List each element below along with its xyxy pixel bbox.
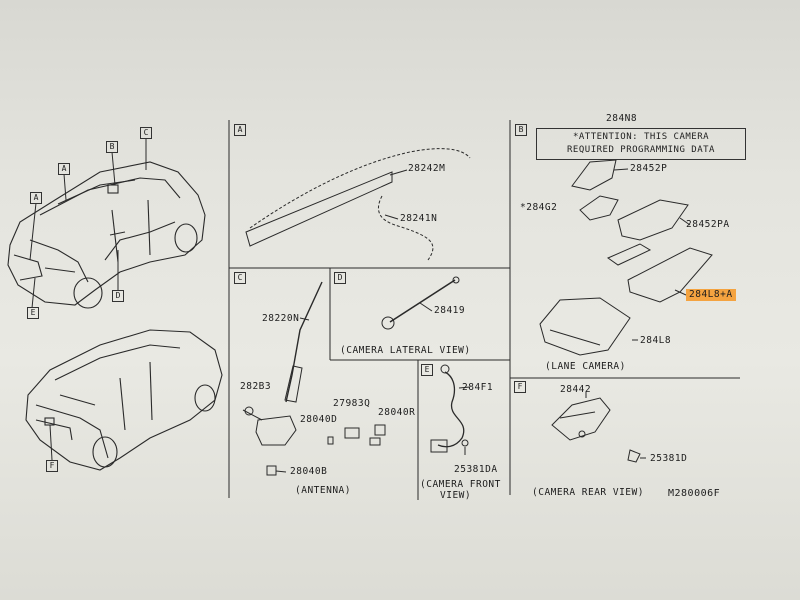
part-label-28242m: 28242M <box>408 163 446 174</box>
caption-lane-camera: (LANE CAMERA) <box>545 361 626 372</box>
part-label-28452p: 28452P <box>630 163 668 174</box>
part-label-28442: 28442 <box>560 384 592 395</box>
section-a-letter: A <box>234 124 246 136</box>
callout-f: F <box>46 460 58 472</box>
callout-b: B <box>106 141 118 153</box>
section-c-letter: C <box>234 272 246 284</box>
caption-camera-rear: (CAMERA REAR VIEW) <box>532 487 644 498</box>
section-f-letter: F <box>514 381 526 393</box>
part-label-28040r: 28040R <box>378 407 416 418</box>
part-label-284f1: 284F1 <box>462 382 494 393</box>
attention-notice: *ATTENTION: THIS CAMERA REQUIRED PROGRAM… <box>536 128 746 160</box>
part-label-28040b: 28040B <box>290 466 328 477</box>
attention-line-1: *ATTENTION: THIS CAMERA <box>572 132 710 142</box>
callout-a-top: A <box>58 163 70 175</box>
section-d-letter: D <box>334 272 346 284</box>
callout-c: C <box>140 127 152 139</box>
section-b-letter: B <box>515 124 527 136</box>
part-284l8 <box>539 297 631 356</box>
callout-a-left: A <box>30 192 42 204</box>
attention-line-2: REQUIRED PROGRAMMING DATA <box>567 145 715 155</box>
callout-e: E <box>27 307 39 319</box>
part-label-284l8: 284L8 <box>640 335 672 346</box>
car-front-drawing <box>7 161 206 309</box>
part-label-25381d: 25381D <box>650 453 688 464</box>
part-label-27983q: 27983Q <box>333 398 371 409</box>
antenna-mast <box>285 281 323 403</box>
part-label-282b3: 282B3 <box>240 381 272 392</box>
part-label-28419: 28419 <box>434 305 466 316</box>
callout-d: D <box>112 290 124 302</box>
caption-antenna: (ANTENNA) <box>295 485 351 496</box>
antenna-base <box>255 415 297 446</box>
camera-lateral-rod <box>389 279 456 323</box>
part-label-28452pa: 28452PA <box>686 219 730 230</box>
part-label-28220n: 28220N <box>262 313 300 324</box>
part-label-284l8a: 284L8+A <box>686 289 736 301</box>
part-label-284n8: 284N8 <box>606 113 638 124</box>
caption-camera-front-2: VIEW) <box>440 490 472 501</box>
part-label-28040d: 28040D <box>300 414 338 425</box>
cable-channel <box>245 171 393 247</box>
diagram-id: M280006F <box>668 488 721 499</box>
part-284g2 <box>579 195 619 221</box>
cable-28241n <box>377 195 434 261</box>
part-label-28241n: 28241N <box>400 213 438 224</box>
section-e-letter: E <box>421 364 433 376</box>
camera-front-harness <box>437 371 465 448</box>
part-28452pa <box>617 199 689 241</box>
part-label-25381da: 25381DA <box>454 464 498 475</box>
part-label-284g2: *284G2 <box>520 202 558 213</box>
caption-camera-lateral: (CAMERA LATERAL VIEW) <box>340 345 471 356</box>
car-rear-drawing <box>25 329 223 471</box>
cable-28242m <box>249 148 471 229</box>
camera-rear-body <box>551 397 611 441</box>
part-28452p <box>571 159 617 191</box>
caption-camera-front-1: (CAMERA FRONT <box>420 479 501 490</box>
